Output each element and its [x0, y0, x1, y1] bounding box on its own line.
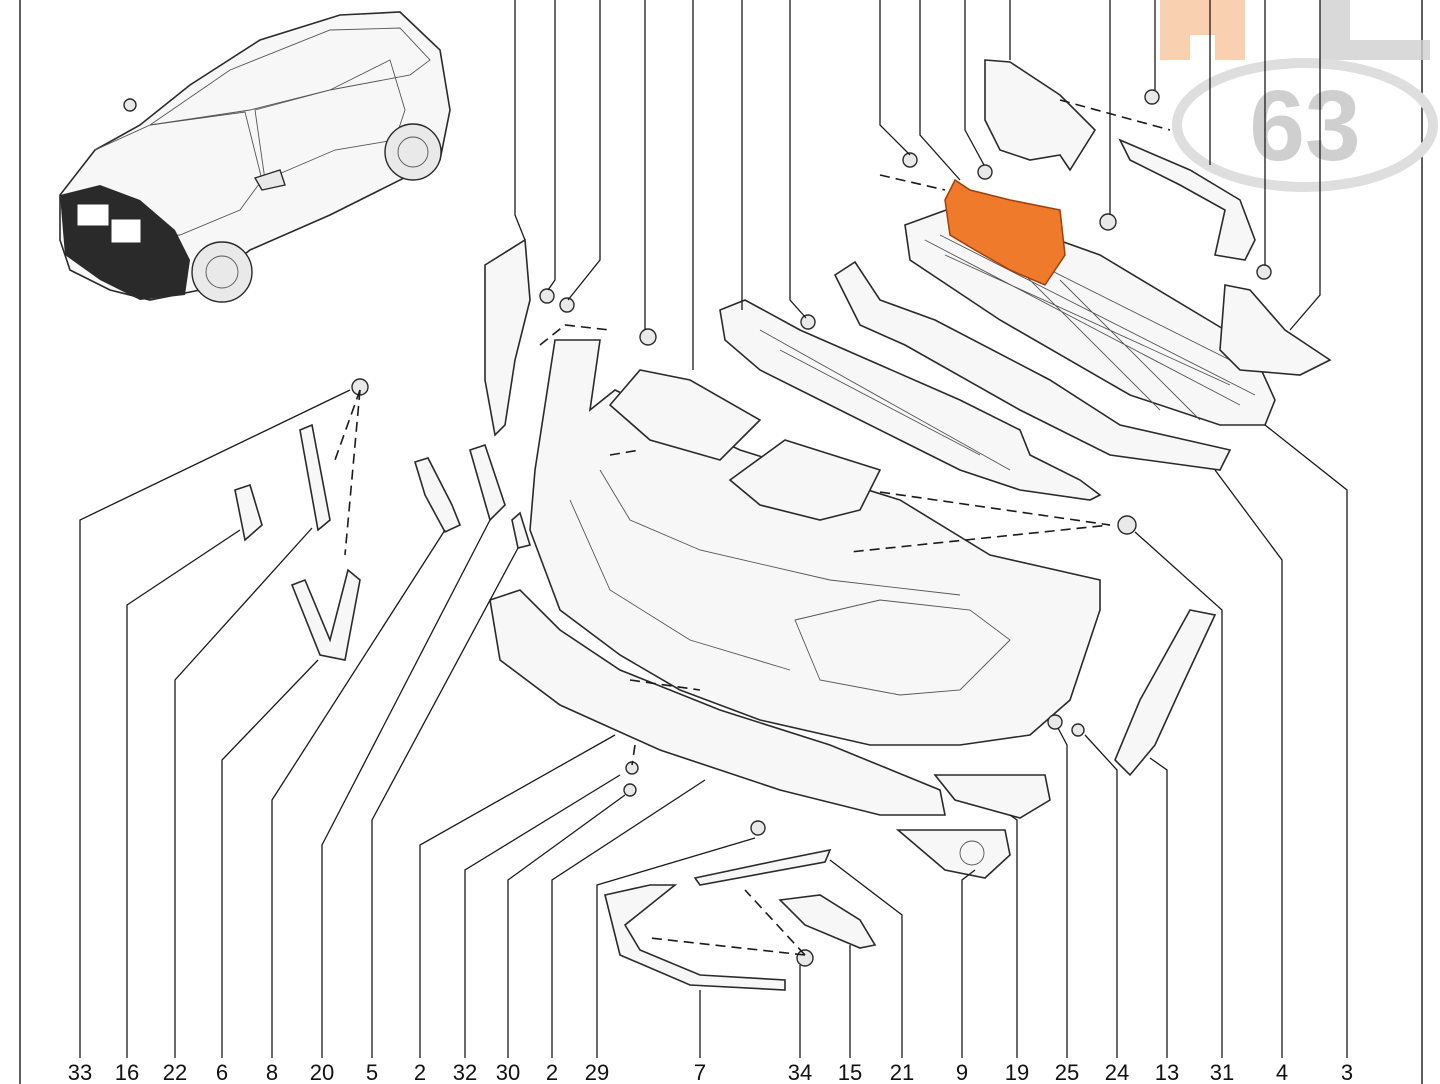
callout-33: 33	[68, 1060, 92, 1084]
leader-lines	[79, 0, 1348, 1058]
callout-24: 24	[1105, 1060, 1129, 1084]
callout-22: 22	[163, 1060, 187, 1084]
air-deflector-highlighted	[944, 178, 1066, 286]
callout-30: 30	[496, 1060, 520, 1084]
callout-25: 25	[1055, 1060, 1079, 1084]
callout-16: 16	[115, 1060, 139, 1084]
assembly-dashed-lines	[334, 99, 1171, 956]
callout-6: 6	[216, 1060, 228, 1084]
callout-20: 20	[310, 1060, 334, 1084]
left-small-parts	[234, 423, 532, 661]
callout-13: 13	[1155, 1060, 1179, 1084]
fog-lamp-grilles	[895, 774, 1051, 879]
callout-2b: 2	[546, 1060, 558, 1084]
callout-19: 19	[1005, 1060, 1029, 1084]
bumper-beam	[719, 299, 1102, 501]
callout-8: 8	[266, 1060, 278, 1084]
upper-bracket	[984, 59, 1097, 172]
callout-29: 29	[585, 1060, 609, 1084]
watermark-number: 63	[1249, 70, 1360, 182]
lower-bottom-trims	[604, 848, 877, 991]
callout-32: 32	[453, 1060, 477, 1084]
callout-4: 4	[1276, 1060, 1288, 1084]
side-bracket-right	[1118, 138, 1332, 376]
upper-cover-panels	[608, 369, 882, 521]
callout-labels: 33 16 22 6 8 20 5 2 32 30 2 29 7 34 15 2…	[68, 1060, 1353, 1084]
callout-3: 3	[1341, 1060, 1353, 1084]
watermark-logo: 63	[1160, 0, 1438, 192]
callout-31: 31	[1210, 1060, 1234, 1084]
lower-trim-strip	[833, 260, 1232, 471]
callout-34: 34	[788, 1060, 812, 1084]
callout-9: 9	[956, 1060, 968, 1084]
right-side-trim	[1114, 609, 1217, 777]
lower-spoiler	[489, 589, 946, 816]
callout-15: 15	[838, 1060, 862, 1084]
left-side-trim	[484, 238, 531, 437]
diagram-frame	[19, 0, 1423, 1084]
callout-5: 5	[366, 1060, 378, 1084]
car-overview	[59, 11, 451, 303]
callout-21: 21	[890, 1060, 914, 1084]
callout-2a: 2	[414, 1060, 426, 1084]
callout-7: 7	[694, 1060, 706, 1084]
